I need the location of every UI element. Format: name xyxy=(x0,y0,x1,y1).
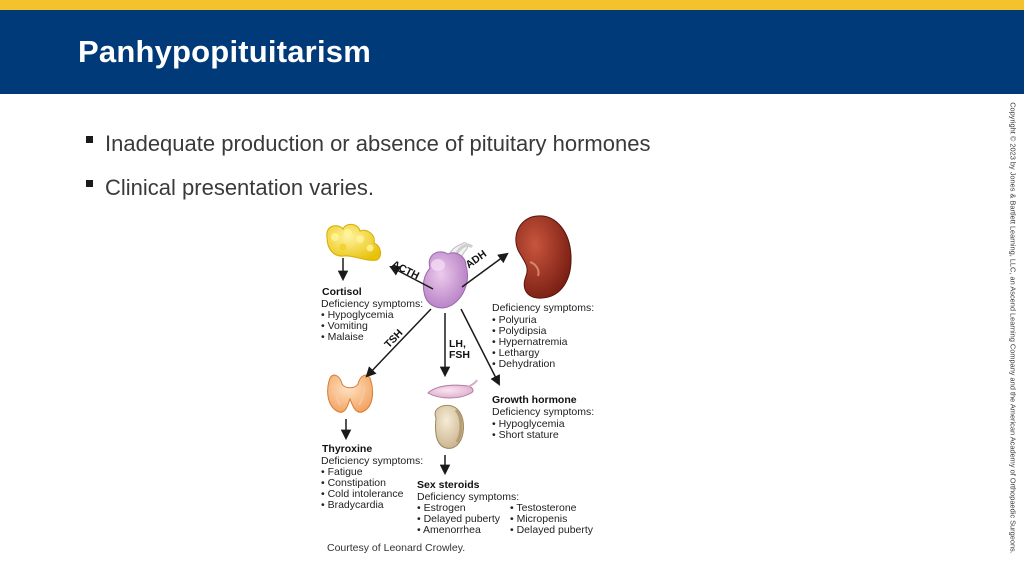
symptom-item: • Delayed puberty xyxy=(417,513,501,525)
symptom-item: • Micropenis xyxy=(510,513,567,525)
adh-heading: Deficiency symptoms: xyxy=(492,302,594,314)
thyroxine-block: Thyroxine Deficiency symptoms: • Fatigue… xyxy=(321,443,423,511)
symptom-item: • Short stature xyxy=(492,429,559,441)
symptom-item: • Hypoglycemia xyxy=(321,309,394,321)
bullet-item: Clinical presentation varies. xyxy=(86,172,650,216)
bullet-text: Inadequate production or absence of pitu… xyxy=(105,131,651,156)
symptom-item: • Testosterone xyxy=(510,502,577,514)
symptom-item: • Bradycardia xyxy=(321,499,384,511)
cortisol-heading: Deficiency symptoms: xyxy=(321,298,423,310)
growth-hormone-heading: Deficiency symptoms: xyxy=(492,406,594,418)
symptom-item: • Lethargy xyxy=(492,347,540,359)
arrow-growth-hormone xyxy=(460,308,500,386)
symptom-item: • Hypernatremia xyxy=(492,336,568,348)
label-tsh: TSH xyxy=(382,327,405,350)
ovary-icon xyxy=(427,379,478,399)
arrow-tsh xyxy=(365,308,432,378)
slide-title: Panhypopituitarism xyxy=(78,34,371,69)
arrow-adh xyxy=(461,252,509,288)
thyroxine-heading: Deficiency symptoms: xyxy=(321,455,423,467)
symptom-item: • Vomiting xyxy=(321,320,368,332)
symptom-item: • Estrogen xyxy=(417,502,466,514)
accent-stripe xyxy=(0,0,1024,10)
bullet-text: Clinical presentation varies. xyxy=(105,175,375,200)
symptom-item: • Hypoglycemia xyxy=(492,418,565,430)
symptom-item: • Amenorrhea xyxy=(417,524,481,536)
cortisol-title: Cortisol xyxy=(322,286,362,298)
testis-icon xyxy=(434,405,464,449)
thyroid-gland-icon xyxy=(327,374,374,413)
symptom-item: • Malaise xyxy=(321,331,364,343)
sex-steroids-block: Sex steroids Deficiency symptoms: • Estr… xyxy=(417,479,594,536)
symptom-item: • Cold intolerance xyxy=(321,488,404,500)
label-fsh: FSH xyxy=(449,349,470,361)
symptom-item: • Fatigue xyxy=(321,466,363,478)
kidney-icon xyxy=(515,215,572,299)
symptom-item: • Delayed puberty xyxy=(510,524,594,536)
bullet-item: Inadequate production or absence of pitu… xyxy=(86,128,650,172)
label-adh: ADH xyxy=(464,248,489,271)
title-bar: Panhypopituitarism xyxy=(0,10,1024,94)
image-credit: Courtesy of Leonard Crowley. xyxy=(327,542,466,554)
label-acth: ACTH xyxy=(390,258,421,282)
cortisol-block: Cortisol Deficiency symptoms: • Hypoglyc… xyxy=(321,286,423,343)
symptom-item: • Polydipsia xyxy=(492,325,547,337)
growth-hormone-block: Growth hormone Deficiency symptoms: • Hy… xyxy=(492,394,594,441)
label-lh: LH, xyxy=(449,338,466,350)
bullet-square-icon xyxy=(86,180,93,187)
sex-steroids-heading: Deficiency symptoms: xyxy=(417,491,519,503)
symptom-item: • Polyuria xyxy=(492,314,537,326)
pituitary-gland-icon xyxy=(422,242,474,309)
sex-steroids-title: Sex steroids xyxy=(417,479,480,491)
adh-block: Deficiency symptoms: • Polyuria • Polydi… xyxy=(492,302,594,370)
symptom-item: • Constipation xyxy=(321,477,386,489)
arrow-acth xyxy=(389,266,434,290)
adrenal-gland-icon xyxy=(326,223,382,261)
bullet-square-icon xyxy=(86,136,93,143)
thyroxine-title: Thyroxine xyxy=(322,443,372,455)
growth-hormone-title: Growth hormone xyxy=(492,394,577,406)
bullet-list: Inadequate production or absence of pitu… xyxy=(86,128,650,216)
arrows xyxy=(337,252,509,476)
symptom-item: • Dehydration xyxy=(492,358,555,370)
